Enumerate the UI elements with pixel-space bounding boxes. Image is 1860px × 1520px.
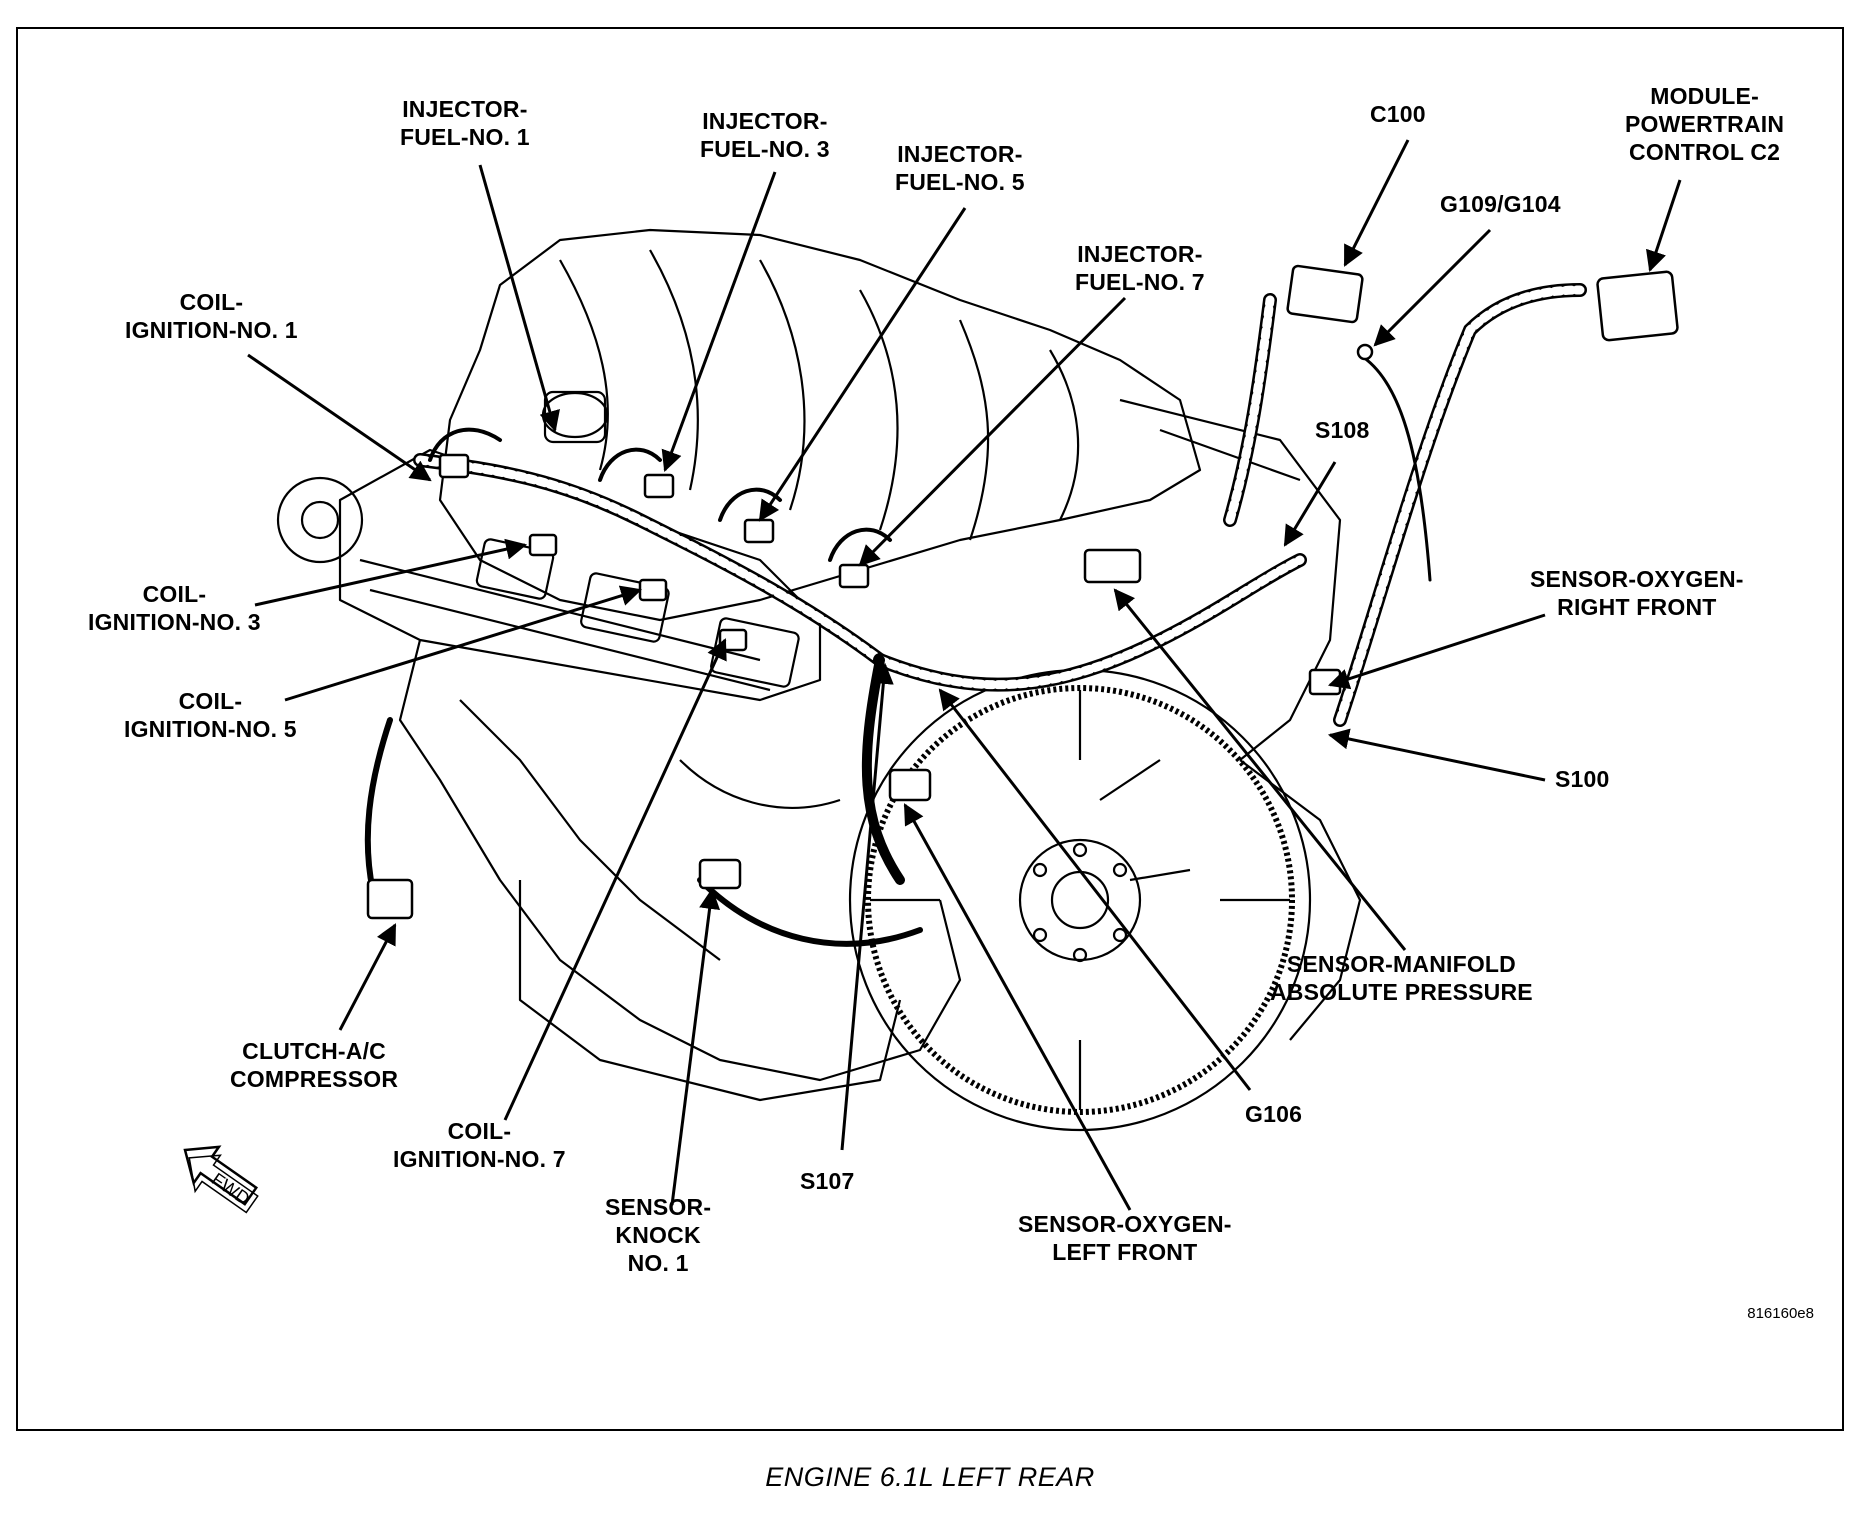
leader-injector-5: [758, 207, 967, 522]
leader-o2-left: [903, 803, 1132, 1211]
label-injector-fuel-no-1: INJECTOR-FUEL-NO. 1: [400, 96, 530, 150]
leader-coil-3: [254, 538, 528, 607]
diagram-frame: [16, 27, 1844, 1431]
label-sensor-oxygen-right-front: SENSOR-OXYGEN-RIGHT FRONT: [1530, 566, 1744, 620]
leader-o2-right: [1328, 613, 1546, 690]
leader-c100: [1343, 139, 1410, 267]
label-injector-fuel-no-7: INJECTOR-FUEL-NO. 7: [1075, 241, 1205, 295]
leader-knock: [670, 887, 721, 1206]
leader-map: [1113, 588, 1407, 951]
label-s108: S108: [1315, 417, 1370, 443]
wiring-harness: [364, 283, 1587, 947]
map-connector: [1083, 548, 1142, 584]
leader-coil-5: [284, 585, 643, 702]
knock-connector: [698, 858, 742, 890]
label-g109-g104: G109/G104: [1440, 191, 1561, 217]
label-sensor-oxygen-left-front: SENSOR-OXYGEN-LEFT FRONT: [1018, 1211, 1232, 1265]
ac-clutch-connector: [366, 878, 414, 920]
label-injector-fuel-no-5: INJECTOR-FUEL-NO. 5: [895, 141, 1025, 195]
leader-injector-3: [661, 171, 777, 472]
label-s100: S100: [1555, 766, 1610, 792]
pcm-c2-connector: [1596, 270, 1679, 342]
o2-left-connector: [888, 768, 932, 802]
leader-pcm-c2: [1646, 179, 1682, 272]
leader-s107: [840, 662, 894, 1151]
label-s107: S107: [800, 1168, 855, 1194]
label-coil-ignition-no-3: COIL-IGNITION-NO. 3: [88, 581, 261, 635]
leader-s100: [1327, 728, 1546, 782]
g109-eyelet: [1356, 343, 1374, 361]
flexplate: [848, 668, 1312, 1132]
leader-injector-1: [478, 164, 560, 433]
label-injector-fuel-no-3: INJECTOR-FUEL-NO. 3: [700, 108, 830, 162]
label-g106: G106: [1245, 1101, 1303, 1127]
c100-connector: [1286, 264, 1364, 324]
leader-injector-7: [858, 296, 1127, 567]
label-c100: C100: [1370, 101, 1426, 127]
label-coil-ignition-no-1: COIL-IGNITION-NO. 1: [125, 289, 298, 343]
leader-g106: [938, 688, 1252, 1091]
label-coil-ignition-no-5: COIL-IGNITION-NO. 5: [124, 688, 297, 742]
leader-g109-g104: [1373, 228, 1492, 347]
figure-caption: ENGINE 6.1L LEFT REAR: [765, 1462, 1095, 1492]
leader-coil-1: [247, 353, 432, 482]
leader-ac-clutch: [338, 923, 397, 1031]
leader-lines: [247, 139, 1682, 1211]
figure-number: 816160e8: [1747, 1305, 1814, 1322]
label-coil-ignition-no-7: COIL-IGNITION-NO. 7: [393, 1118, 566, 1172]
leader-coil-7: [503, 638, 727, 1121]
leader-s108: [1283, 461, 1337, 547]
fwd-arrow-icon: [183, 1145, 259, 1214]
engine-block: [276, 228, 1362, 1102]
